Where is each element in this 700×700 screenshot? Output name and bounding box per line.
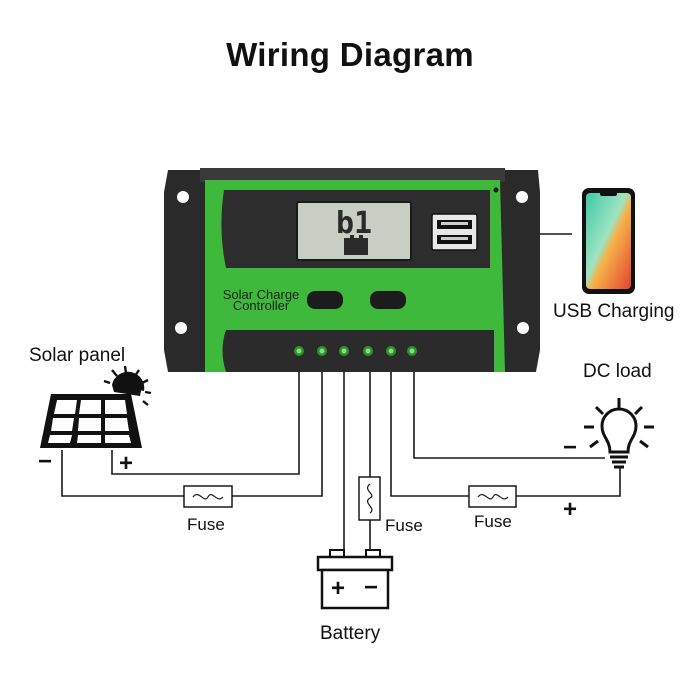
battery-label: Battery	[320, 623, 381, 644]
fuse-icon	[358, 476, 381, 521]
wire-solar-negative	[232, 372, 323, 497]
lightbulb-icon	[584, 398, 654, 469]
load-minus-sign: −	[563, 434, 578, 461]
solar-panel-icon	[40, 394, 142, 448]
wire-load-negative	[413, 372, 605, 459]
solar-minus-sign: −	[38, 448, 53, 475]
dc-load-label: DC load	[583, 361, 652, 382]
controller-name-line2: Controller	[233, 298, 290, 313]
terminal-screw	[317, 346, 327, 356]
lcd-display	[296, 201, 412, 261]
terminal-screw	[294, 346, 304, 356]
wire-load-positive	[390, 372, 469, 497]
terminal-screw	[363, 346, 373, 356]
wire-solar-positive	[111, 372, 300, 475]
controller-name-line1: Solar Charge	[223, 287, 300, 302]
load-plus-sign: +	[563, 496, 578, 523]
terminal-screw	[339, 346, 349, 356]
fuse-solar-label: Fuse	[187, 515, 225, 534]
solar-panel-label: Solar panel	[29, 345, 126, 366]
usb-charging-label: USB Charging	[553, 301, 675, 322]
fuse-battery-label: Fuse	[385, 516, 423, 535]
terminal-screw	[386, 346, 396, 356]
smartphone-icon	[582, 188, 635, 294]
fuse-icon	[183, 485, 233, 508]
usb-port-icon	[431, 213, 478, 251]
controller-button-left[interactable]	[307, 291, 343, 309]
terminal-block	[294, 346, 417, 356]
solar-charge-controller	[164, 168, 540, 372]
controller-button-right[interactable]	[370, 291, 406, 309]
battery-plus-sign: +	[331, 575, 346, 602]
sun-icon	[103, 365, 152, 406]
terminal-screw	[407, 346, 417, 356]
battery-icon	[316, 549, 394, 610]
solar-plus-sign: +	[119, 450, 134, 477]
fuse-load-label: Fuse	[474, 512, 512, 531]
page-title: Wiring Diagram	[226, 36, 474, 73]
wire-load-positive-b	[516, 468, 621, 497]
lcd-battery-icon	[344, 235, 368, 255]
battery-minus-sign: −	[364, 574, 379, 601]
wire-solar-negative-b	[61, 450, 184, 497]
fuse-icon	[468, 485, 517, 508]
